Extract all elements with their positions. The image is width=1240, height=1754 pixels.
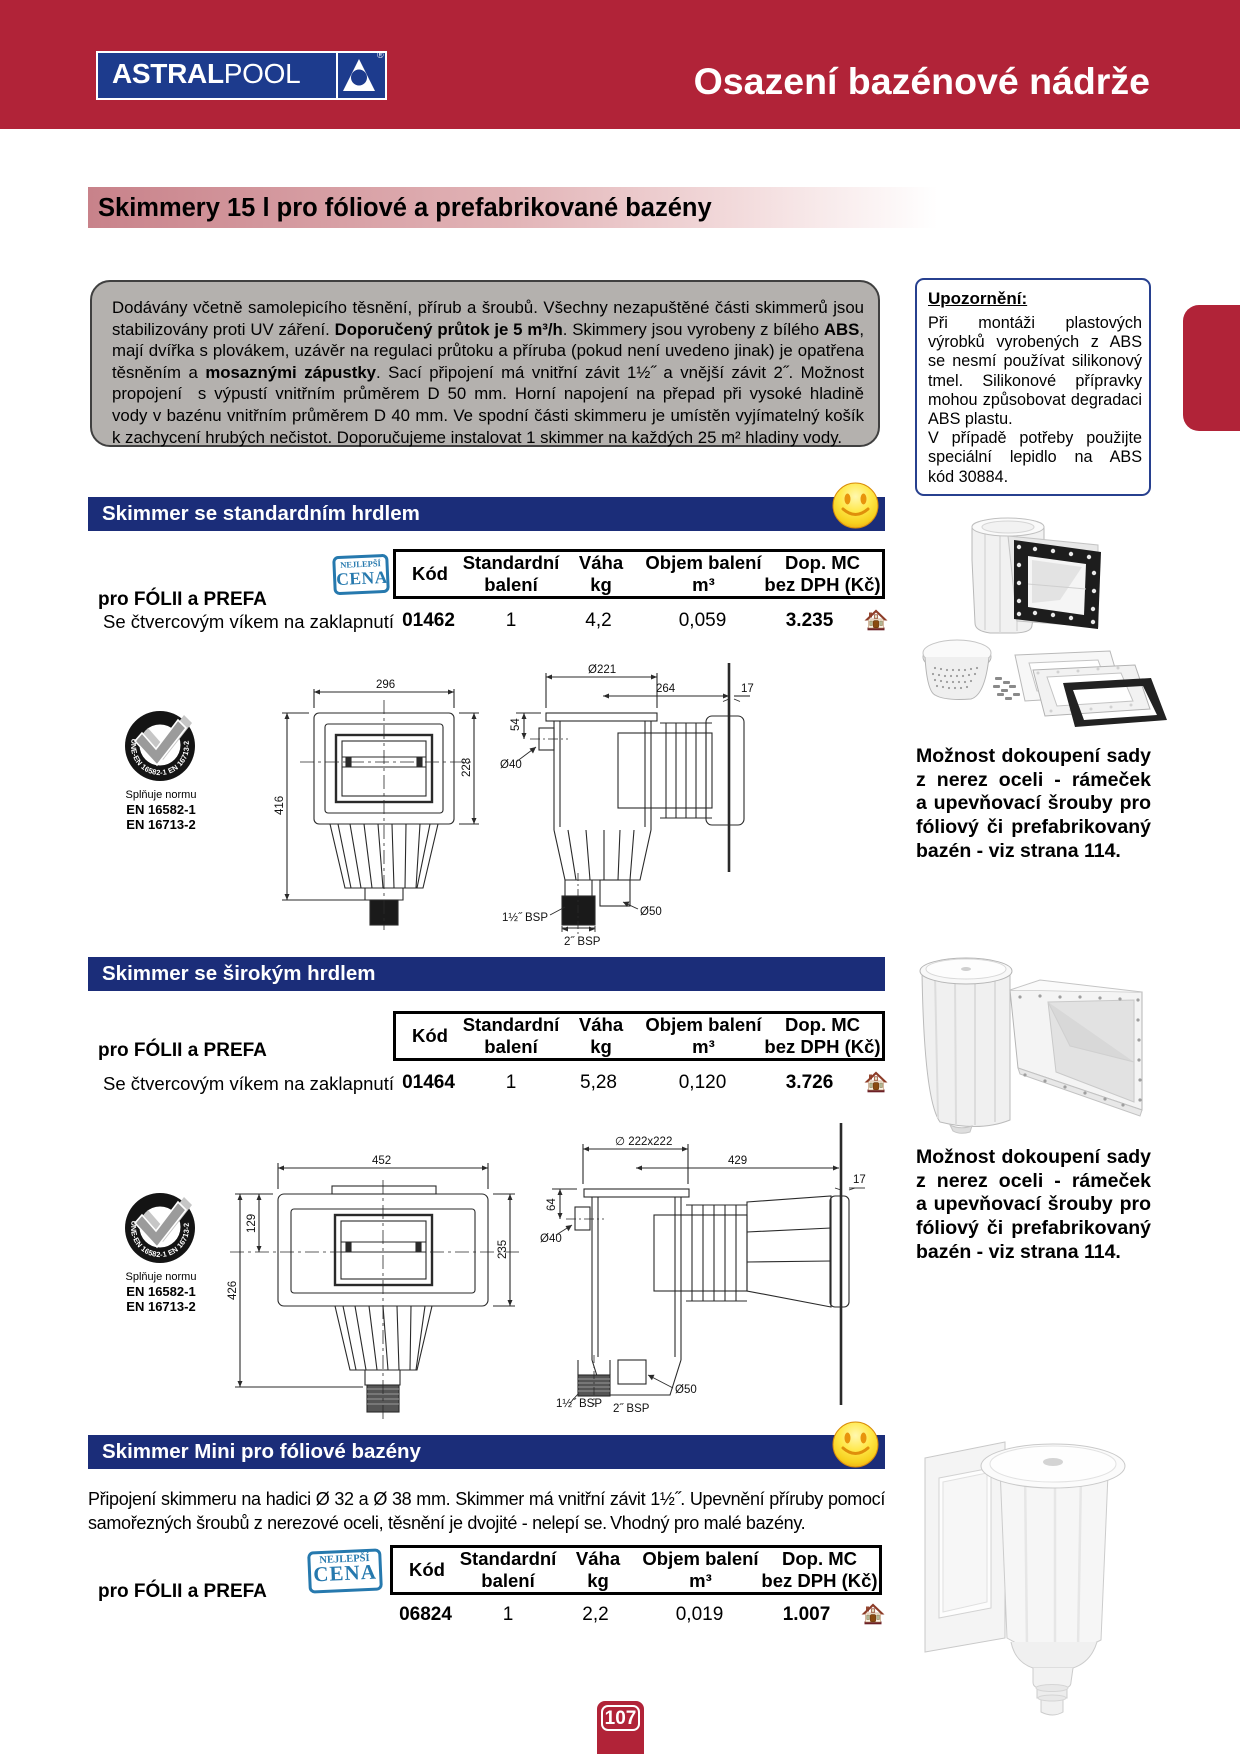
svg-text:228: 228 bbox=[461, 758, 473, 777]
svg-text:452: 452 bbox=[372, 1155, 391, 1167]
svg-text:64: 64 bbox=[546, 1198, 558, 1211]
svg-text:426: 426 bbox=[227, 1281, 239, 1300]
svg-text:Ø221: Ø221 bbox=[588, 664, 616, 676]
svg-text:1½˝ BSP: 1½˝ BSP bbox=[502, 912, 548, 924]
svg-text:Ø50: Ø50 bbox=[675, 1384, 697, 1396]
svg-text:Ø40: Ø40 bbox=[500, 759, 522, 771]
svg-text:296: 296 bbox=[376, 679, 395, 691]
svg-text:∅ 222x222: ∅ 222x222 bbox=[615, 1136, 672, 1148]
svg-text:429: 429 bbox=[728, 1155, 747, 1167]
svg-text:Ø50: Ø50 bbox=[640, 906, 662, 918]
svg-text:2˝ BSP: 2˝ BSP bbox=[564, 936, 601, 948]
svg-text:17: 17 bbox=[741, 683, 754, 695]
svg-text:416: 416 bbox=[274, 796, 286, 815]
svg-text:129: 129 bbox=[246, 1214, 258, 1233]
svg-text:17: 17 bbox=[853, 1174, 866, 1186]
svg-text:264: 264 bbox=[656, 683, 676, 695]
svg-text:2˝ BSP: 2˝ BSP bbox=[613, 1403, 650, 1415]
svg-text:235: 235 bbox=[497, 1240, 509, 1259]
svg-text:1½˝ BSP: 1½˝ BSP bbox=[556, 1398, 602, 1410]
svg-text:54: 54 bbox=[510, 718, 522, 731]
svg-text:Ø40: Ø40 bbox=[540, 1233, 562, 1245]
